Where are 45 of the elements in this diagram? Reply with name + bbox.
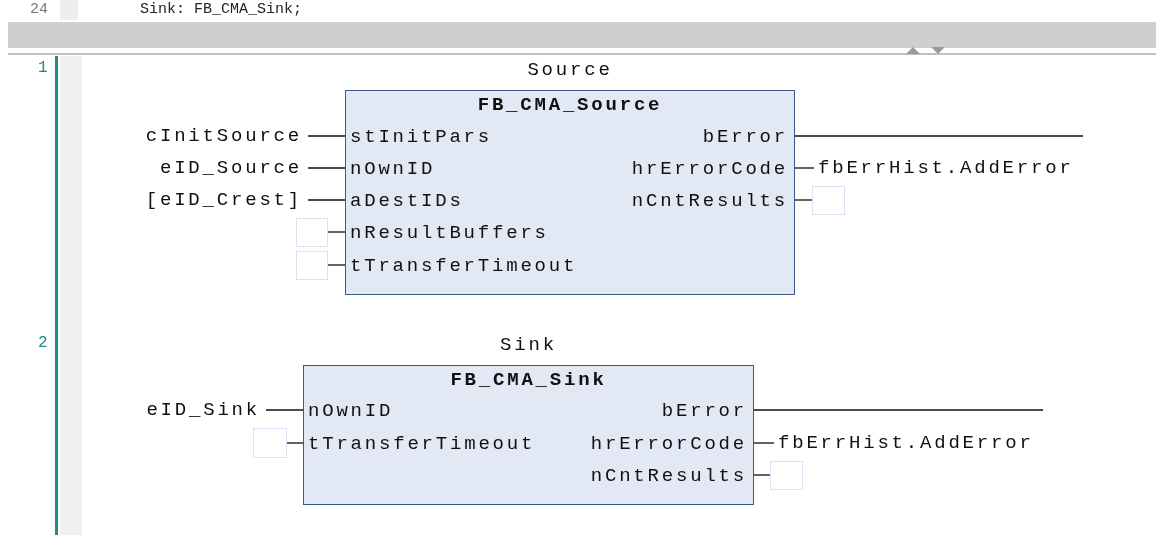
output-pin-name: hrErrorCode <box>590 432 747 456</box>
empty-input-box <box>770 461 803 490</box>
connection-line <box>307 135 346 137</box>
connection-line <box>753 474 771 476</box>
input-pin-name: tTransferTimeout <box>350 254 578 278</box>
code-line: Sink: FB_CMA_Sink; <box>140 0 303 20</box>
line-number: 2 <box>38 333 48 353</box>
block-type-name: FB_CMA_Source <box>476 93 664 117</box>
empty-input-box <box>812 186 845 215</box>
empty-input-box <box>296 218 328 247</box>
connection-line <box>265 409 304 411</box>
input-pin-name: tTransferTimeout <box>308 432 536 456</box>
input-pin-name: nOwnID <box>308 399 394 423</box>
connection-line <box>307 199 346 201</box>
connection-line <box>753 409 1044 411</box>
input-variable: [eID_Crest] <box>120 188 308 212</box>
output-call: fbErrHist.AddError <box>774 431 1044 455</box>
connection-line <box>794 199 813 201</box>
block-instance-name: Sink <box>499 333 558 357</box>
input-pin-name: nOwnID <box>350 157 436 181</box>
output-pin-name: bError <box>702 125 788 149</box>
empty-input-box <box>253 428 287 458</box>
connection-line <box>286 442 304 444</box>
line-number: 1 <box>38 58 48 78</box>
empty-input-box <box>296 251 328 280</box>
connection-line <box>753 442 775 444</box>
output-call: fbErrHist.AddError <box>814 156 1084 180</box>
line-number: 24 <box>30 0 48 20</box>
connection-line <box>794 135 1084 137</box>
input-pin-name: aDestIDs <box>350 189 464 213</box>
block-instance-name: Source <box>526 58 614 82</box>
input-variable: cInitSource <box>120 124 308 148</box>
output-pin-name: bError <box>661 399 747 423</box>
input-variable: eID_Source <box>120 156 308 180</box>
output-pin-name: hrErrorCode <box>631 157 788 181</box>
output-pin-name: nCntResults <box>631 189 788 213</box>
input-pin-name: stInitPars <box>350 125 493 149</box>
connection-line <box>307 167 346 169</box>
output-pin-name: nCntResults <box>590 464 747 488</box>
connection-line <box>327 264 346 266</box>
input-pin-name: nResultBuffers <box>350 221 549 245</box>
connection-line <box>327 231 346 233</box>
connection-line <box>794 167 815 169</box>
block-type-name: FB_CMA_Sink <box>449 368 608 392</box>
input-variable: eID_Sink <box>120 398 266 422</box>
